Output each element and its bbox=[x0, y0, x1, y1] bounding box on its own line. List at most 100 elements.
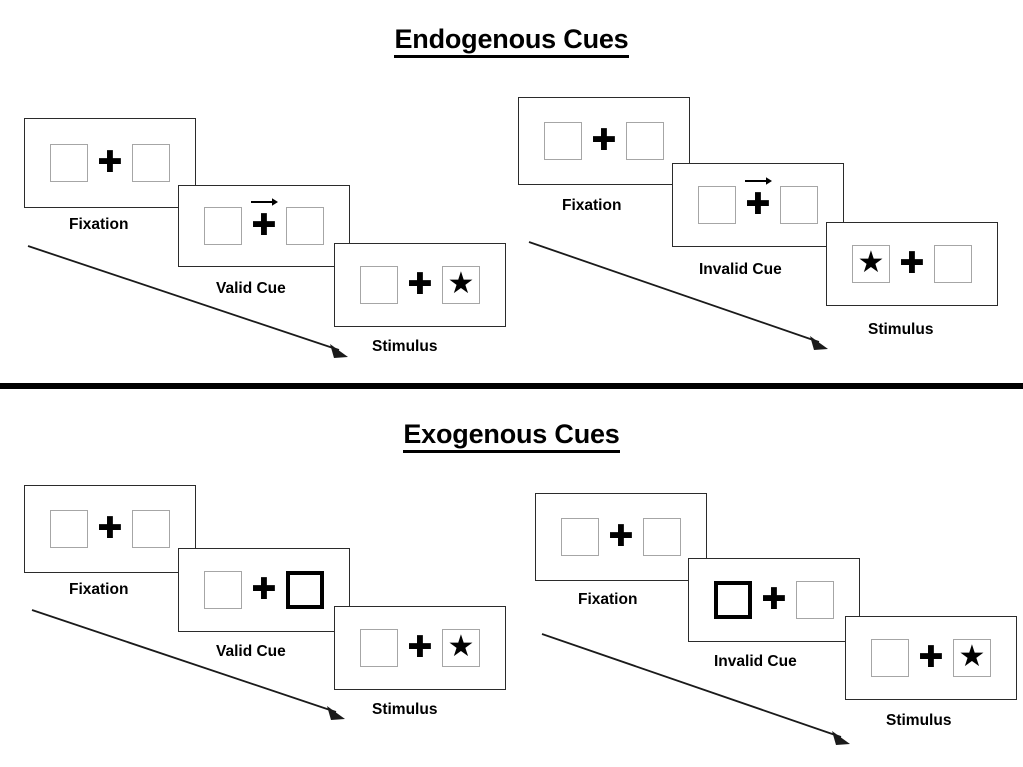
flow-arrow-endogenous-invalid-icon bbox=[528, 241, 828, 350]
stimulus-row: ★ ✚ ★ bbox=[50, 144, 170, 182]
fixation-cross: ✚ bbox=[242, 575, 286, 605]
fixation-cross-icon: ✚ bbox=[899, 246, 925, 281]
panel-content: ★ ✚ ★ bbox=[673, 164, 843, 246]
fixation-cross-icon: ✚ bbox=[407, 267, 433, 302]
star-icon: ★ bbox=[958, 640, 986, 673]
right-box: ★ bbox=[442, 629, 480, 667]
label-exogenous-invalid-fixation: Fixation bbox=[578, 591, 638, 608]
fixation-cross: ✚ bbox=[909, 643, 953, 673]
panel-exogenous-invalid-stimulus: ★ ✚ ★ bbox=[845, 616, 1017, 700]
section-title-endogenous: Endogenous Cues bbox=[0, 24, 1023, 58]
left-box: ★ bbox=[360, 629, 398, 667]
stimulus-row: ★ ✚ ★ bbox=[360, 629, 480, 667]
label-endogenous-valid-cue: Valid Cue bbox=[216, 280, 286, 297]
star-icon: ★ bbox=[857, 246, 885, 279]
left-box: ★ bbox=[360, 266, 398, 304]
right-box: ★ bbox=[953, 639, 991, 677]
fixation-cross: ✚ bbox=[88, 514, 132, 544]
left-box: ★ bbox=[50, 144, 88, 182]
panel-endogenous-valid-fixation: ★ ✚ ★ bbox=[24, 118, 196, 208]
fixation-cross-icon: ✚ bbox=[97, 145, 123, 180]
fixation-cross: ✚ bbox=[582, 126, 626, 156]
label-exogenous-invalid-stimulus: Stimulus bbox=[886, 712, 952, 729]
right-box: ★ bbox=[132, 510, 170, 548]
fixation-cross: ✚ bbox=[752, 585, 796, 615]
label-endogenous-valid-stimulus: Stimulus bbox=[372, 338, 438, 355]
fixation-cross-icon: ✚ bbox=[591, 123, 617, 158]
panel-endogenous-invalid-fixation: ★ ✚ ★ bbox=[518, 97, 690, 185]
panel-content: ★ ✚ ★ bbox=[25, 119, 195, 207]
stimulus-row: ★ ✚ ★ bbox=[698, 177, 818, 224]
stimulus-row: ★ ✚ ★ bbox=[544, 122, 664, 160]
right-box: ★ bbox=[286, 207, 324, 245]
fixation-cross: ✚ bbox=[398, 633, 442, 663]
right-box-cued: ★ bbox=[286, 571, 324, 609]
fixation-cross: ✚ bbox=[736, 177, 780, 222]
panel-content: ★ ✚ ★ bbox=[25, 486, 195, 572]
fixation-cross: ✚ bbox=[242, 198, 286, 243]
panel-exogenous-valid-stimulus: ★ ✚ ★ bbox=[334, 606, 506, 690]
left-box: ★ bbox=[698, 186, 736, 224]
label-endogenous-valid-fixation: Fixation bbox=[69, 216, 129, 233]
label-exogenous-valid-stimulus: Stimulus bbox=[372, 701, 438, 718]
stimulus-row: ★ ✚ ★ bbox=[360, 266, 480, 304]
fixation-cross: ✚ bbox=[88, 148, 132, 178]
right-box: ★ bbox=[626, 122, 664, 160]
stimulus-row: ★ ✚ ★ bbox=[561, 518, 681, 556]
panel-exogenous-invalid-cue: ★ ✚ ★ bbox=[688, 558, 860, 642]
panel-endogenous-valid-cue: ★ ✚ ★ bbox=[178, 185, 350, 267]
star-icon: ★ bbox=[447, 630, 475, 663]
label-exogenous-valid-fixation: Fixation bbox=[69, 581, 129, 598]
fixation-cross-icon: ✚ bbox=[251, 572, 277, 607]
section-divider bbox=[0, 383, 1023, 389]
panel-endogenous-invalid-stimulus: ★ ✚ ★ bbox=[826, 222, 998, 306]
label-endogenous-invalid-stimulus: Stimulus bbox=[868, 321, 934, 338]
panel-content: ★ ✚ ★ bbox=[519, 98, 689, 184]
panel-content: ★ ✚ ★ bbox=[536, 494, 706, 580]
left-box: ★ bbox=[204, 571, 242, 609]
label-exogenous-valid-cue: Valid Cue bbox=[216, 643, 286, 660]
left-box: ★ bbox=[852, 245, 890, 283]
label-endogenous-invalid-fixation: Fixation bbox=[562, 197, 622, 214]
panel-exogenous-invalid-fixation: ★ ✚ ★ bbox=[535, 493, 707, 581]
fixation-cross-icon: ✚ bbox=[251, 208, 277, 243]
flow-arrow-exogenous-invalid-icon bbox=[541, 633, 850, 745]
left-box: ★ bbox=[561, 518, 599, 556]
stimulus-row: ★ ✚ ★ bbox=[852, 245, 972, 283]
right-box: ★ bbox=[934, 245, 972, 283]
fixation-cross-icon: ✚ bbox=[97, 511, 123, 546]
left-box: ★ bbox=[204, 207, 242, 245]
arrow-right-cue-icon bbox=[745, 177, 772, 185]
panel-content: ★ ✚ ★ bbox=[689, 559, 859, 641]
fixation-cross: ✚ bbox=[398, 270, 442, 300]
right-box: ★ bbox=[132, 144, 170, 182]
right-box: ★ bbox=[796, 581, 834, 619]
stimulus-row: ★ ✚ ★ bbox=[714, 581, 834, 619]
panel-endogenous-invalid-cue: ★ ✚ ★ bbox=[672, 163, 844, 247]
fixation-cross-icon: ✚ bbox=[407, 630, 433, 665]
section-title-endogenous-text: Endogenous Cues bbox=[394, 24, 629, 58]
arrow-right-cue-icon bbox=[251, 198, 278, 206]
stimulus-row: ★ ✚ ★ bbox=[204, 198, 324, 245]
fixation-cross-icon: ✚ bbox=[608, 519, 634, 554]
panel-content: ★ ✚ ★ bbox=[335, 244, 505, 326]
panel-exogenous-valid-fixation: ★ ✚ ★ bbox=[24, 485, 196, 573]
star-icon: ★ bbox=[447, 267, 475, 300]
panel-content: ★ ✚ ★ bbox=[179, 549, 349, 631]
section-title-exogenous: Exogenous Cues bbox=[0, 419, 1023, 453]
label-endogenous-invalid-cue: Invalid Cue bbox=[699, 261, 782, 278]
panel-exogenous-valid-cue: ★ ✚ ★ bbox=[178, 548, 350, 632]
fixation-cross: ✚ bbox=[599, 522, 643, 552]
label-exogenous-invalid-cue: Invalid Cue bbox=[714, 653, 797, 670]
right-box: ★ bbox=[643, 518, 681, 556]
right-box: ★ bbox=[780, 186, 818, 224]
left-box-cued: ★ bbox=[714, 581, 752, 619]
fixation-cross: ✚ bbox=[890, 249, 934, 279]
fixation-cross-icon: ✚ bbox=[918, 640, 944, 675]
fixation-cross-icon: ✚ bbox=[745, 187, 771, 222]
panel-content: ★ ✚ ★ bbox=[335, 607, 505, 689]
left-box: ★ bbox=[871, 639, 909, 677]
left-box: ★ bbox=[50, 510, 88, 548]
section-title-exogenous-text: Exogenous Cues bbox=[403, 419, 620, 453]
